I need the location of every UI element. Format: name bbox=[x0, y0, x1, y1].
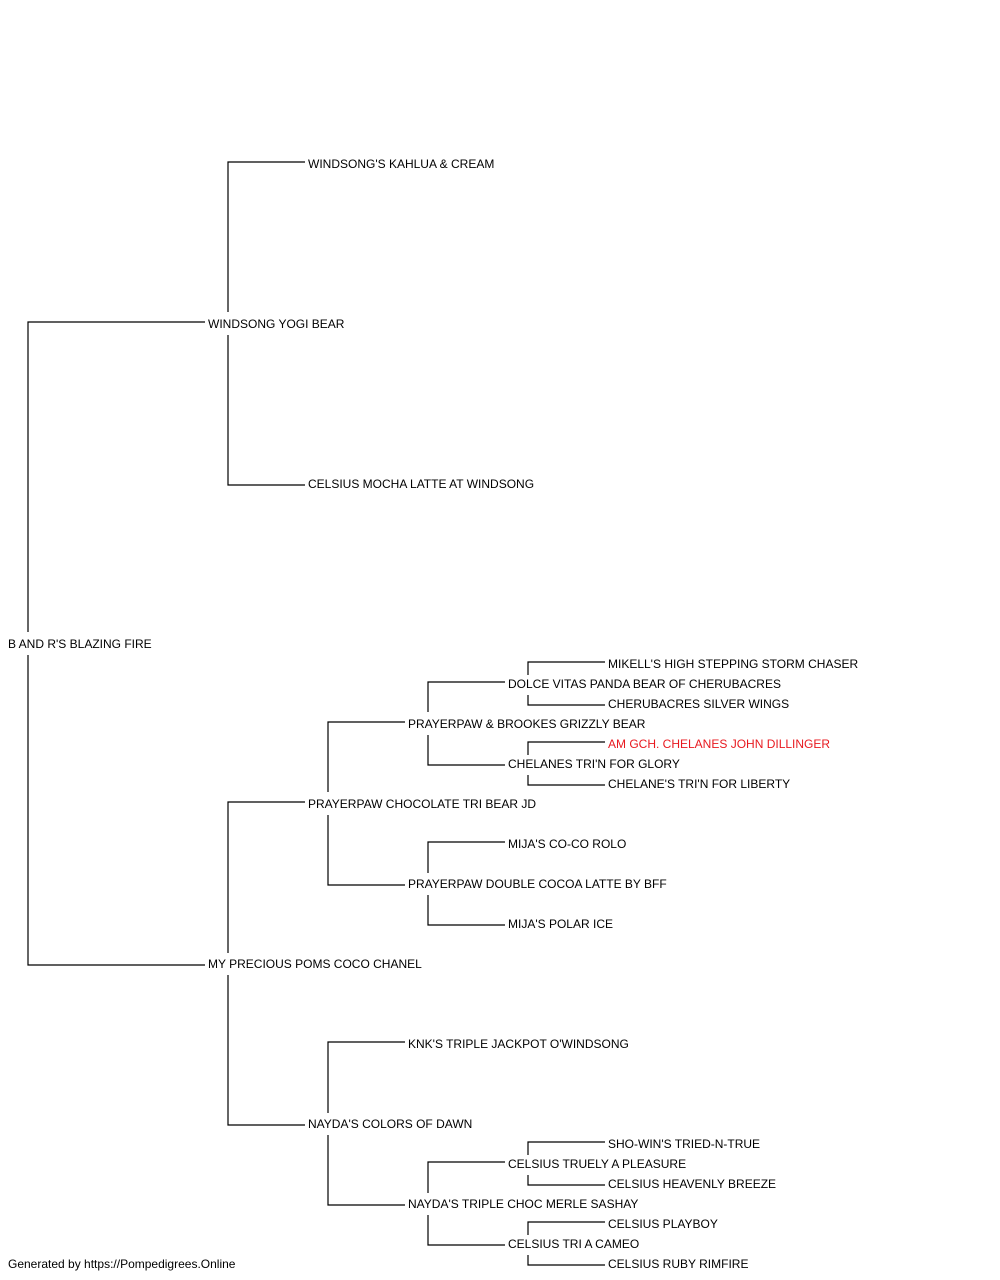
sire-name[interactable]: WINDSONG YOGI BEAR bbox=[208, 317, 345, 331]
ddds-dam-name[interactable]: CELSIUS HEAVENLY BREEZE bbox=[608, 1177, 777, 1191]
connector-dss-dam bbox=[427, 735, 505, 766]
dsd-sire-name[interactable]: MIJA'S CO-CO ROLO bbox=[508, 837, 627, 851]
connector-dsd-sire bbox=[427, 841, 505, 873]
ddds-sire-name[interactable]: SHO-WIN'S TRIED-N-TRUE bbox=[608, 1137, 761, 1151]
connector-dsd-dam bbox=[427, 895, 505, 926]
sire-sire-name[interactable]: WINDSONG'S KAHLUA & CREAM bbox=[308, 157, 495, 171]
dam-dam-dam-name[interactable]: NAYDA'S TRIPLE CHOC MERLE SASHAY bbox=[408, 1197, 639, 1211]
dssd-dam-name[interactable]: CHELANE'S TRI'N FOR LIBERTY bbox=[608, 777, 791, 791]
connector-subject-sire bbox=[27, 321, 205, 632]
dam-dam-sire-name[interactable]: KNK'S TRIPLE JACKPOT O'WINDSONG bbox=[408, 1037, 629, 1051]
dss-sire-name[interactable]: DOLCE VITAS PANDA BEAR OF CHERUBACRES bbox=[508, 677, 781, 691]
subject-dog-name[interactable]: B AND R'S BLAZING FIRE bbox=[8, 637, 152, 651]
dddd-dam-name[interactable]: CELSIUS RUBY RIMFIRE bbox=[608, 1257, 749, 1271]
connector-dam-sire bbox=[227, 801, 305, 953]
dsss-dam-name[interactable]: CHERUBACRES SILVER WINGS bbox=[608, 697, 790, 711]
connector-dam-sire-sire bbox=[327, 721, 405, 792]
dsd-dam-name[interactable]: MIJA'S POLAR ICE bbox=[508, 917, 613, 931]
dam-dam-name[interactable]: NAYDA'S COLORS OF DAWN bbox=[308, 1117, 473, 1131]
connector-dam-dam bbox=[227, 975, 305, 1126]
dddd-sire-name[interactable]: CELSIUS PLAYBOY bbox=[608, 1217, 718, 1231]
ddd-dam-name[interactable]: CELSIUS TRI A CAMEO bbox=[508, 1237, 640, 1251]
dam-sire-dam-name[interactable]: PRAYERPAW DOUBLE COCOA LATTE BY BFF bbox=[408, 877, 667, 891]
ddd-sire-name[interactable]: CELSIUS TRUELY A PLEASURE bbox=[508, 1157, 687, 1171]
connector-dam-dam-sire bbox=[327, 1041, 405, 1113]
sire-dam-name[interactable]: CELSIUS MOCHA LATTE AT WINDSONG bbox=[308, 477, 535, 491]
dsss-sire-name[interactable]: MIKELL'S HIGH STEPPING STORM CHASER bbox=[608, 657, 859, 671]
connector-dam-dam-dam bbox=[327, 1135, 405, 1206]
dss-dam-name[interactable]: CHELANES TRI'N FOR GLORY bbox=[508, 757, 680, 771]
connector-ddd-sire bbox=[427, 1161, 505, 1193]
connector-sire-sire bbox=[227, 161, 305, 312]
connector-ddd-dam bbox=[427, 1215, 505, 1246]
connector-sire-dam bbox=[227, 335, 305, 486]
dam-sire-name[interactable]: PRAYERPAW CHOCOLATE TRI BEAR JD bbox=[308, 797, 537, 811]
connector-dddd-sire bbox=[527, 1221, 605, 1235]
dam-sire-sire-name[interactable]: PRAYERPAW & BROOKES GRIZZLY BEAR bbox=[408, 717, 646, 731]
connector-ddds-sire bbox=[527, 1141, 605, 1155]
connector-dsss-sire bbox=[527, 661, 605, 675]
connector-ddds-dam bbox=[527, 1175, 605, 1186]
connector-dss-sire bbox=[427, 681, 505, 712]
footer-credit: Generated by https://Pompedigrees.Online bbox=[8, 1257, 236, 1271]
dssd-sire-name-champion[interactable]: AM GCH. CHELANES JOHN DILLINGER bbox=[608, 737, 831, 751]
connector-dssd-sire bbox=[527, 741, 605, 755]
connector-dsss-dam bbox=[527, 695, 605, 706]
connector-dam-sire-dam bbox=[327, 815, 405, 886]
connector-dssd-dam bbox=[527, 775, 605, 786]
connector-dddd-dam bbox=[527, 1255, 605, 1266]
dam-name[interactable]: MY PRECIOUS POMS COCO CHANEL bbox=[208, 957, 422, 971]
connector-subject-dam bbox=[27, 655, 205, 966]
